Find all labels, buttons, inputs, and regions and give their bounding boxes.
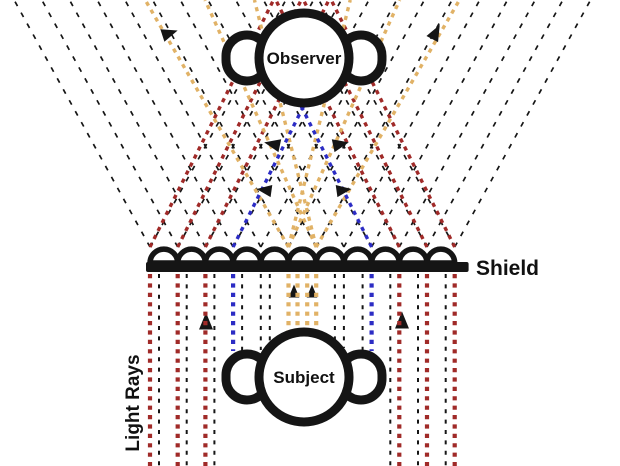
light-ray xyxy=(176,0,315,248)
shield-bump xyxy=(313,246,347,266)
ray-arrow xyxy=(160,29,178,42)
light-ray xyxy=(176,0,303,248)
light-ray xyxy=(232,0,370,248)
light-ray xyxy=(203,0,318,248)
shield-bump xyxy=(147,246,181,266)
light-rays-label: Light Rays xyxy=(123,354,144,451)
light-ray xyxy=(207,0,345,248)
subject-head xyxy=(254,327,354,427)
shield-bump xyxy=(341,246,375,266)
ray-arrow xyxy=(331,139,349,153)
light-ray xyxy=(287,0,426,248)
light-ray xyxy=(370,0,509,248)
light-ray xyxy=(235,0,373,248)
light-ray xyxy=(296,99,374,248)
shield-label: Shield xyxy=(476,257,539,280)
light-ray xyxy=(262,0,401,248)
light-ray xyxy=(96,0,234,248)
heads xyxy=(221,8,387,427)
light-ray xyxy=(151,0,290,248)
light-ray xyxy=(204,0,342,248)
shield-bump xyxy=(230,246,264,266)
ray-arrow xyxy=(426,24,440,43)
light-ray xyxy=(41,0,179,248)
ray-arrow xyxy=(335,184,352,198)
shield-bar xyxy=(146,262,469,272)
light-ray xyxy=(231,99,309,248)
light-ray xyxy=(343,0,481,248)
shield-bump xyxy=(396,246,430,266)
ray-arrow xyxy=(256,184,273,198)
shield-bump xyxy=(424,246,458,266)
light-ray xyxy=(290,0,428,248)
subject-label: Subject xyxy=(273,368,335,387)
light-rays-below-shield xyxy=(147,274,457,466)
shield-bump xyxy=(285,246,319,266)
light-ray xyxy=(318,0,456,248)
ray-arrow xyxy=(264,139,282,153)
light-ray xyxy=(143,0,290,248)
light-ray xyxy=(314,0,461,248)
light-ray xyxy=(68,0,207,248)
ray-arrow xyxy=(395,311,409,329)
light-ray xyxy=(149,0,287,248)
light-ray xyxy=(203,0,331,248)
light-ray xyxy=(148,0,276,248)
light-ray xyxy=(260,0,398,248)
observer-label: Observer xyxy=(267,49,342,68)
shield xyxy=(146,246,469,272)
light-ray xyxy=(252,0,318,248)
light-ray xyxy=(426,0,564,248)
light-ray xyxy=(329,0,457,248)
light-ray xyxy=(124,0,262,248)
shield-bump xyxy=(258,246,292,266)
light-ray xyxy=(286,0,352,248)
shield-bump xyxy=(202,246,236,266)
light-ray xyxy=(301,0,429,248)
light-ray xyxy=(453,0,592,248)
light-ray xyxy=(398,0,536,248)
light-ray xyxy=(274,0,401,248)
observer-head xyxy=(254,8,354,108)
light-ray xyxy=(179,0,317,248)
light-ray xyxy=(315,0,453,248)
light-ray xyxy=(13,0,151,248)
shield-bump xyxy=(368,246,403,266)
shield-bump xyxy=(174,246,209,266)
ray-direction-arrows xyxy=(160,24,440,330)
